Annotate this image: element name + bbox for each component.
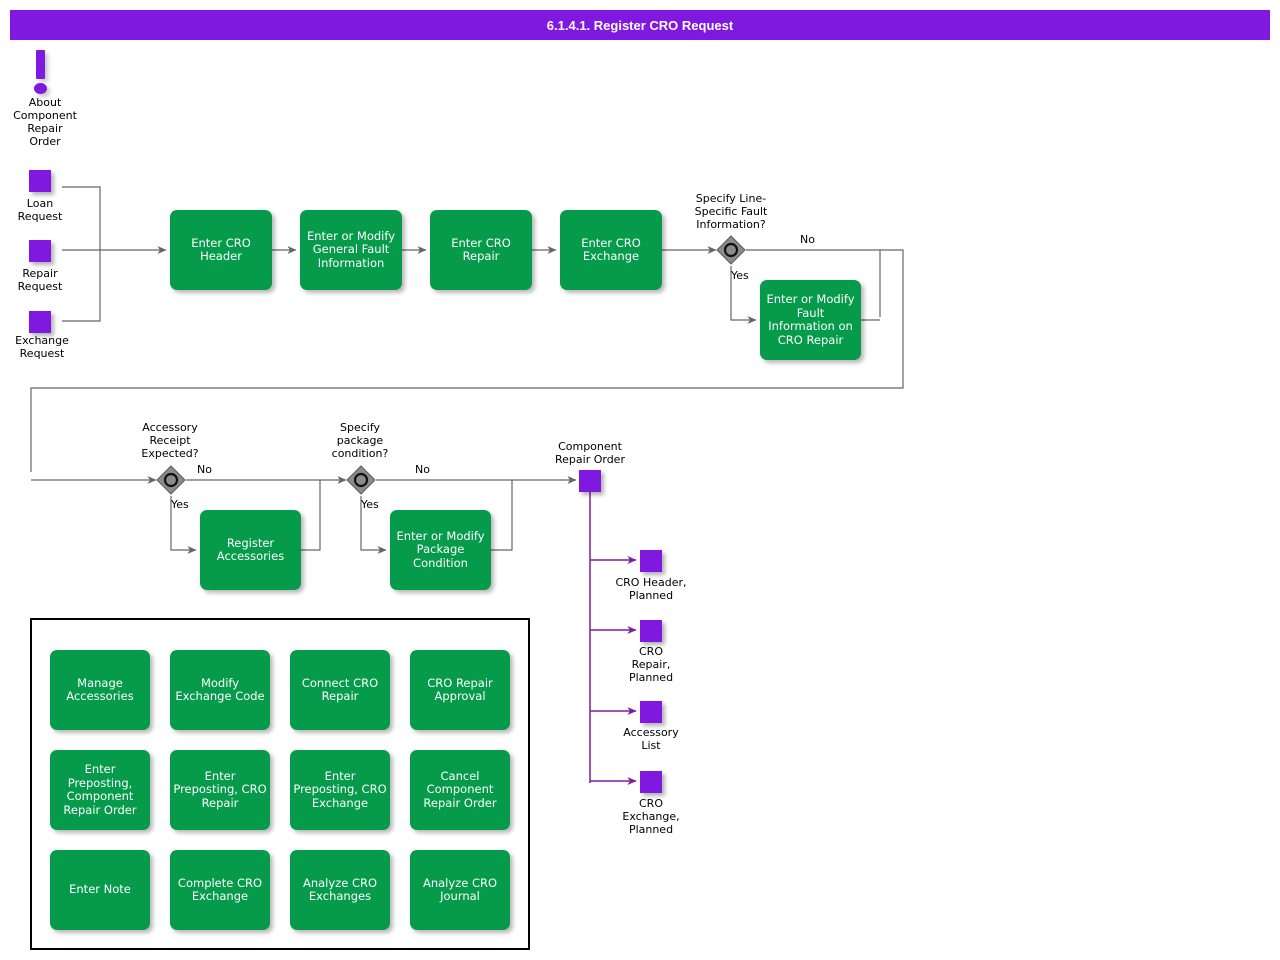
- activity-enter-or-modify-general-fault-information[interactable]: Enter or Modify General Fault Informatio…: [300, 210, 402, 290]
- data-object-cro-exchange-planned-label: CRO Exchange, Planned: [622, 797, 680, 836]
- data-object-loan-request-label: Loan Request: [17, 197, 63, 223]
- activity-cancel-component-repair-order[interactable]: Cancel Component Repair Order: [410, 750, 510, 830]
- activity-enter-cro-header[interactable]: Enter CRO Header: [170, 210, 272, 290]
- decision-specify-line-specific-fault-information[interactable]: [716, 235, 746, 265]
- data-object-cro-repair-planned-label: CRO Repair, Planned: [628, 645, 674, 684]
- related-activities-frame: [30, 618, 530, 950]
- data-object-repair-request[interactable]: [29, 240, 51, 262]
- decision-1-no-label: No: [800, 233, 815, 246]
- activity-enter-preposting-cro-exchange[interactable]: Enter Preposting, CRO Exchange: [290, 750, 390, 830]
- data-object-loan-request[interactable]: [29, 170, 51, 192]
- activity-manage-accessories[interactable]: Manage Accessories: [50, 650, 150, 730]
- exclamation-dot: [34, 83, 47, 94]
- data-object-component-repair-order-label: Component Repair Order: [555, 440, 625, 466]
- data-object-cro-repair-planned[interactable]: [640, 620, 662, 642]
- activity-modify-exchange-code[interactable]: Modify Exchange Code: [170, 650, 270, 730]
- page-title: 6.1.4.1. Register CRO Request: [10, 10, 1270, 40]
- decision-2-no-label: No: [197, 463, 212, 476]
- info-marker-label: About Component Repair Order: [13, 96, 77, 148]
- decision-accessory-receipt-expected[interactable]: [156, 465, 186, 495]
- activity-enter-or-modify-fault-information-on-cro-repair[interactable]: Enter or Modify Fault Information on CRO…: [760, 280, 861, 360]
- activity-register-accessories[interactable]: Register Accessories: [200, 510, 301, 590]
- activity-cro-repair-approval[interactable]: CRO Repair Approval: [410, 650, 510, 730]
- data-object-accessory-list[interactable]: [640, 701, 662, 723]
- data-object-cro-exchange-planned[interactable]: [640, 771, 662, 793]
- activity-enter-cro-repair[interactable]: Enter CRO Repair: [430, 210, 532, 290]
- activity-enter-preposting-cro-repair[interactable]: Enter Preposting, CRO Repair: [170, 750, 270, 830]
- activity-enter-note[interactable]: Enter Note: [50, 850, 150, 930]
- decision-accessory-receipt-expected-label: Accessory Receipt Expected?: [141, 421, 199, 460]
- decision-3-yes-label: Yes: [361, 498, 379, 511]
- data-object-cro-header-planned-label: CRO Header, Planned: [615, 576, 687, 602]
- activity-complete-cro-exchange[interactable]: Complete CRO Exchange: [170, 850, 270, 930]
- decision-specify-package-condition[interactable]: [346, 465, 376, 495]
- decision-1-yes-label: Yes: [731, 269, 749, 282]
- activity-analyze-cro-exchanges[interactable]: Analyze CRO Exchanges: [290, 850, 390, 930]
- decision-specify-package-condition-label: Specify package condition?: [331, 421, 389, 460]
- data-object-exchange-request-label: Exchange Request: [15, 334, 69, 360]
- data-object-cro-header-planned[interactable]: [640, 550, 662, 572]
- decision-specify-line-specific-fault-information-label: Specify Line- Specific Fault Information…: [694, 192, 768, 231]
- exclamation-icon: [30, 50, 52, 96]
- data-object-exchange-request[interactable]: [29, 311, 51, 333]
- activity-connect-cro-repair[interactable]: Connect CRO Repair: [290, 650, 390, 730]
- data-object-accessory-list-label: Accessory List: [623, 726, 679, 752]
- activity-analyze-cro-journal[interactable]: Analyze CRO Journal: [410, 850, 510, 930]
- exclamation-bar: [36, 50, 45, 79]
- data-object-component-repair-order[interactable]: [579, 470, 601, 492]
- data-object-repair-request-label: Repair Request: [17, 267, 63, 293]
- activity-enter-cro-exchange[interactable]: Enter CRO Exchange: [560, 210, 662, 290]
- activity-enter-preposting-component-repair-order[interactable]: Enter Preposting, Component Repair Order: [50, 750, 150, 830]
- activity-enter-or-modify-package-condition[interactable]: Enter or Modify Package Condition: [390, 510, 491, 590]
- decision-3-no-label: No: [415, 463, 430, 476]
- decision-2-yes-label: Yes: [171, 498, 189, 511]
